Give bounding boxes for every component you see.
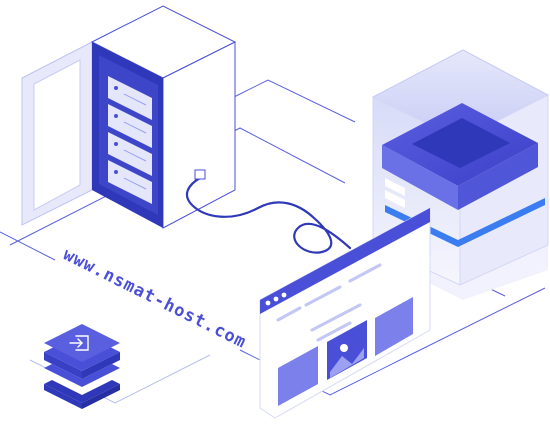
rack-drawers: [108, 76, 152, 204]
browser-window-icon: [259, 207, 431, 419]
server-rack-icon: [90, 5, 237, 229]
cable-icon: [185, 169, 352, 254]
rack-door: [21, 41, 93, 226]
login-stack-icon: [44, 324, 120, 409]
sign-in-icon: [69, 335, 89, 351]
